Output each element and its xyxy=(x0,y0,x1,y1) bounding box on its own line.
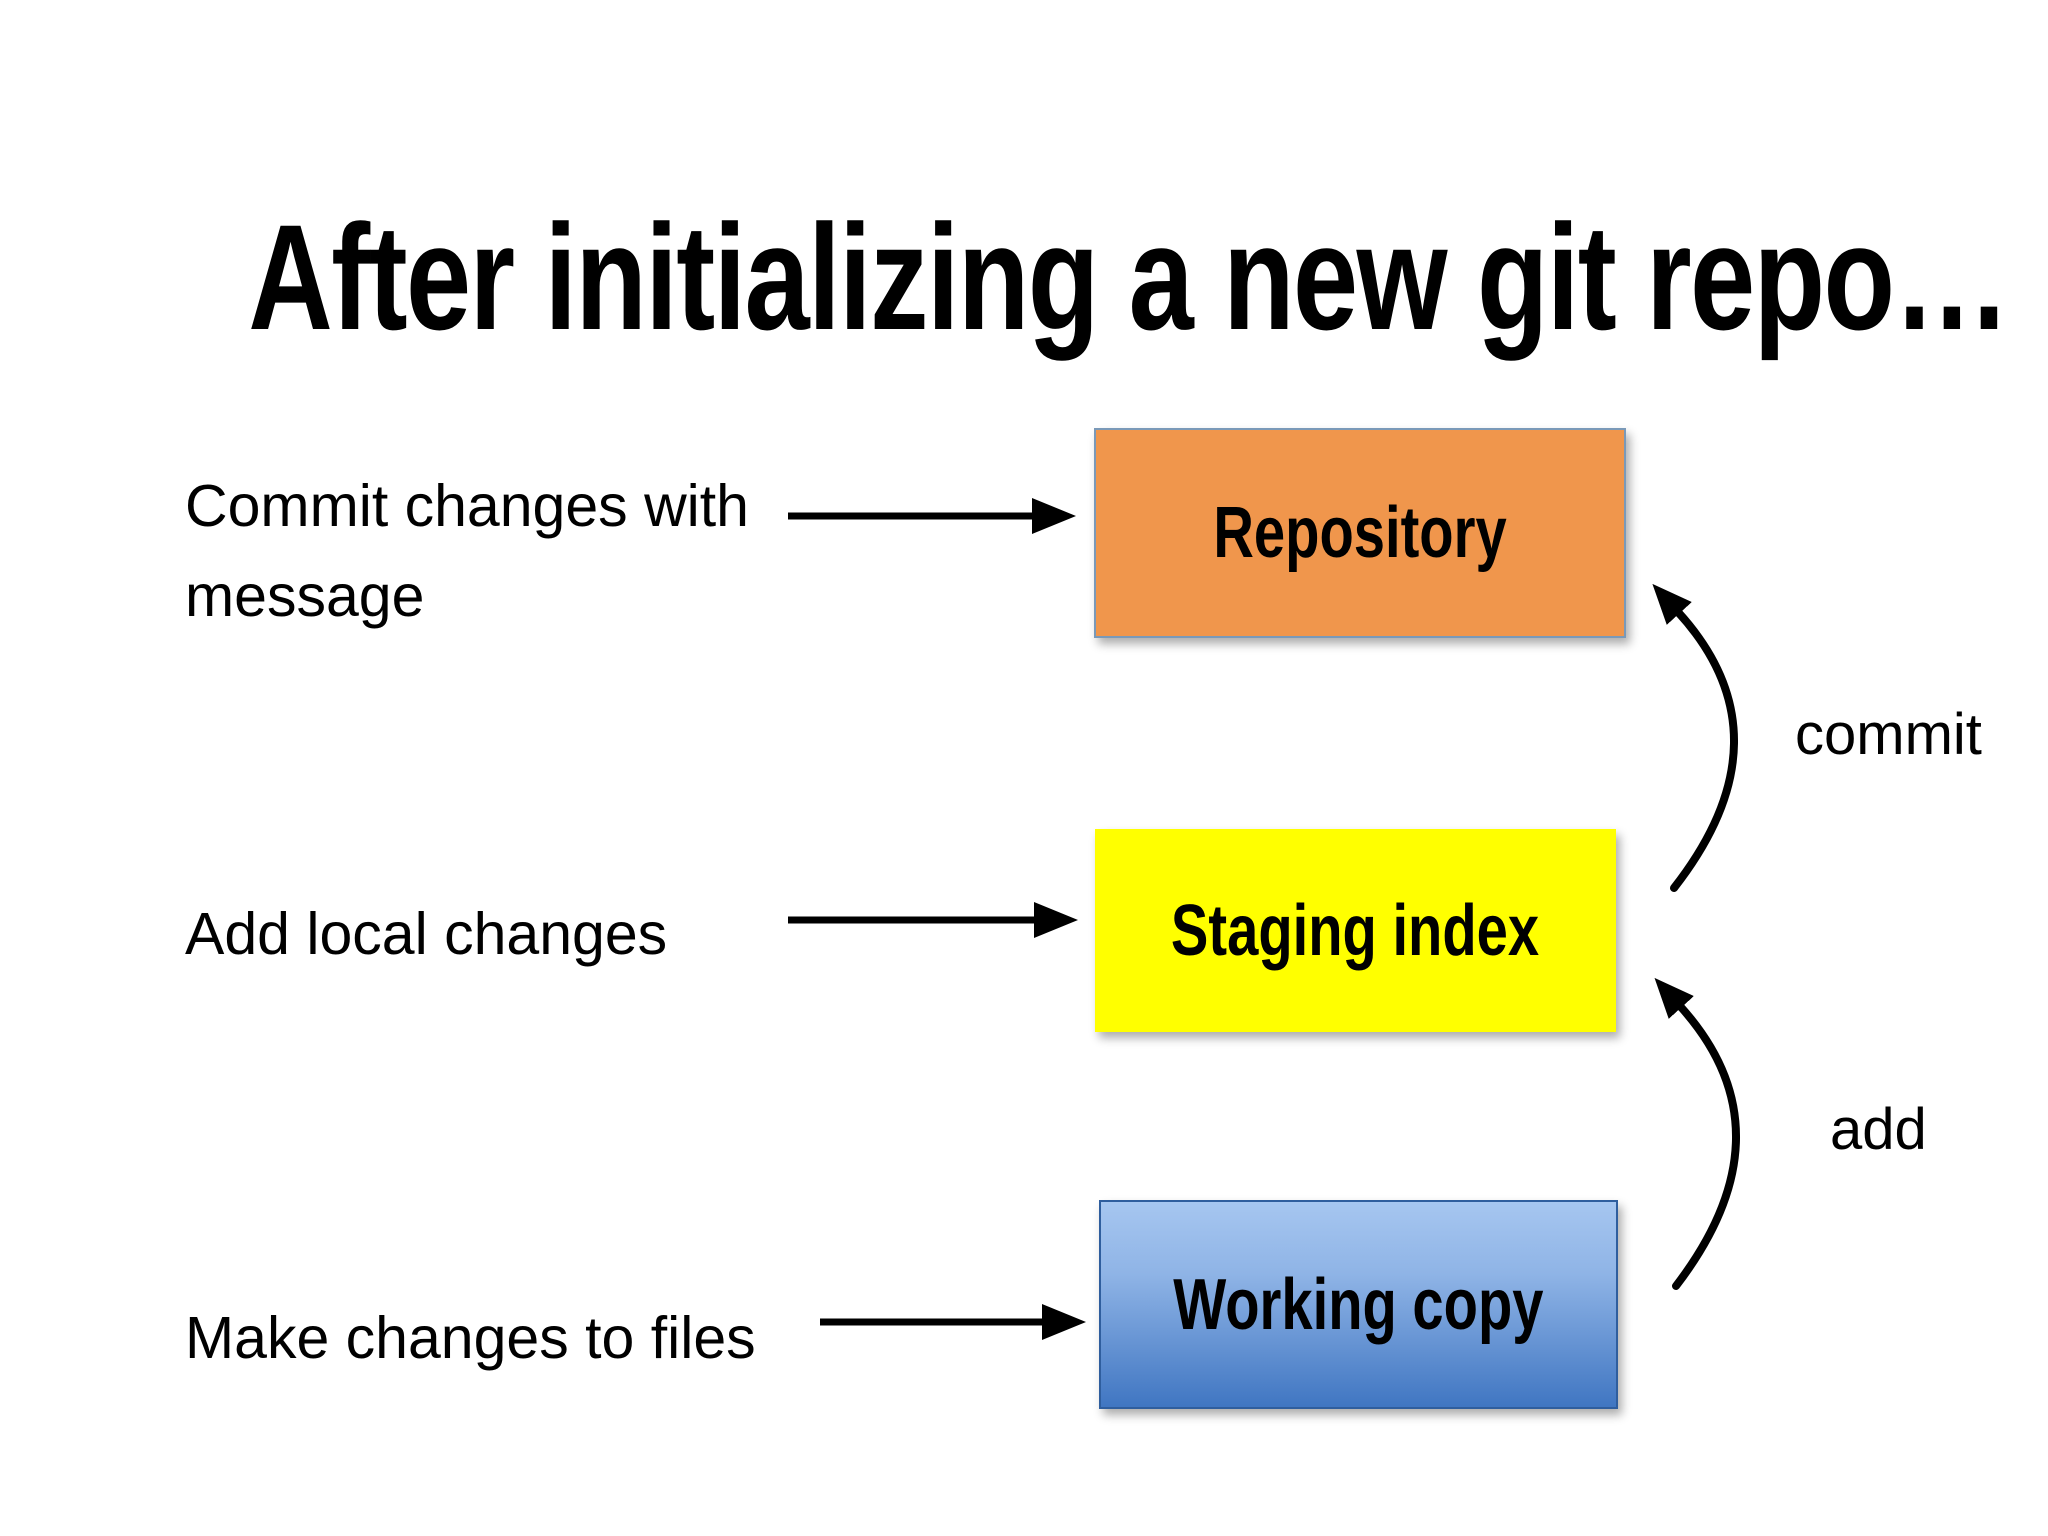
box-working-copy: Working copy xyxy=(1099,1200,1618,1409)
label-add-local-changes: Add local changes xyxy=(185,901,668,967)
box-repository-label: Repository xyxy=(1213,493,1507,573)
add-arrow-label: add xyxy=(1830,1097,1927,1162)
label-commit-changes-with-message: Commit changes with message xyxy=(185,473,749,629)
box-working-copy-label: Working copy xyxy=(1173,1264,1544,1345)
box-staging-index: Staging index xyxy=(1095,829,1616,1032)
box-repository: Repository xyxy=(1094,428,1626,638)
add-curved-arrow xyxy=(1654,977,1740,1290)
page-title-text: After initializing a new git repo… xyxy=(248,192,2010,361)
commit-arrow-label: commit xyxy=(1795,702,1982,767)
label-make-changes-to-files: Make changes to files xyxy=(185,1305,756,1371)
box-staging-index-label: Staging index xyxy=(1171,890,1540,971)
commit-curved-arrow xyxy=(1652,583,1738,892)
page-title: After initializing a new git repo… xyxy=(0,187,2048,367)
